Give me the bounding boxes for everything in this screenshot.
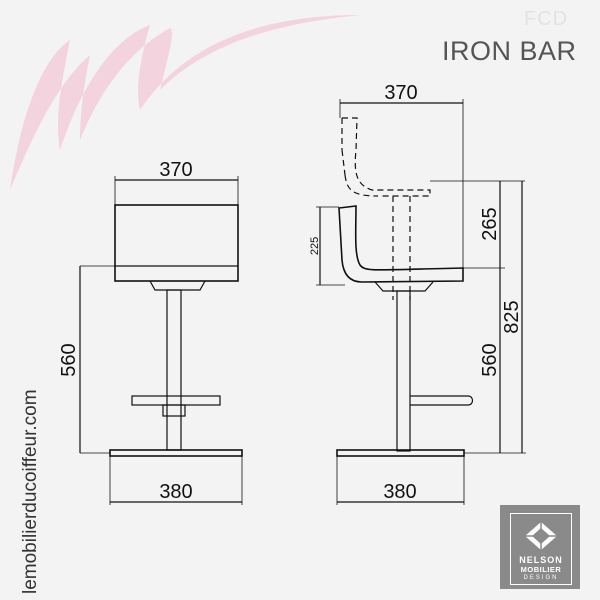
logo-line3: DESIGN <box>523 575 559 581</box>
side-seat <box>338 205 464 283</box>
logo-diamond-icon <box>525 522 557 550</box>
logo-frame: NELSON MOBILIER DESIGN <box>510 513 572 585</box>
front-height-label: 560 <box>58 343 80 376</box>
front-view <box>79 176 243 505</box>
front-seat-width-label: 370 <box>159 159 192 181</box>
side-pole <box>396 290 411 452</box>
side-seat-width-label: 370 <box>384 82 417 104</box>
nelson-mobilier-logo: NELSON MOBILIER DESIGN <box>500 505 580 589</box>
front-base <box>109 449 243 457</box>
front-footrest <box>131 395 221 406</box>
logo-line2: MOBILIER <box>520 565 562 574</box>
side-seat-height-label: 560 <box>479 343 501 376</box>
side-footrest <box>410 395 474 406</box>
side-backrest-small-label: 225 <box>309 237 321 255</box>
front-seat <box>114 204 239 282</box>
side-raised-seat-dashed <box>342 117 431 197</box>
side-backrest-height-label: 265 <box>479 207 501 240</box>
page-title: IRON BAR <box>442 36 577 66</box>
front-base-width-label: 380 <box>159 481 192 503</box>
side-base-width-label: 380 <box>383 481 416 503</box>
logo-line1: NELSON <box>519 555 563 565</box>
front-pole <box>166 289 182 451</box>
side-total-height-label: 825 <box>501 300 523 333</box>
brand-small: FCD <box>524 8 569 30</box>
side-view <box>316 99 526 505</box>
